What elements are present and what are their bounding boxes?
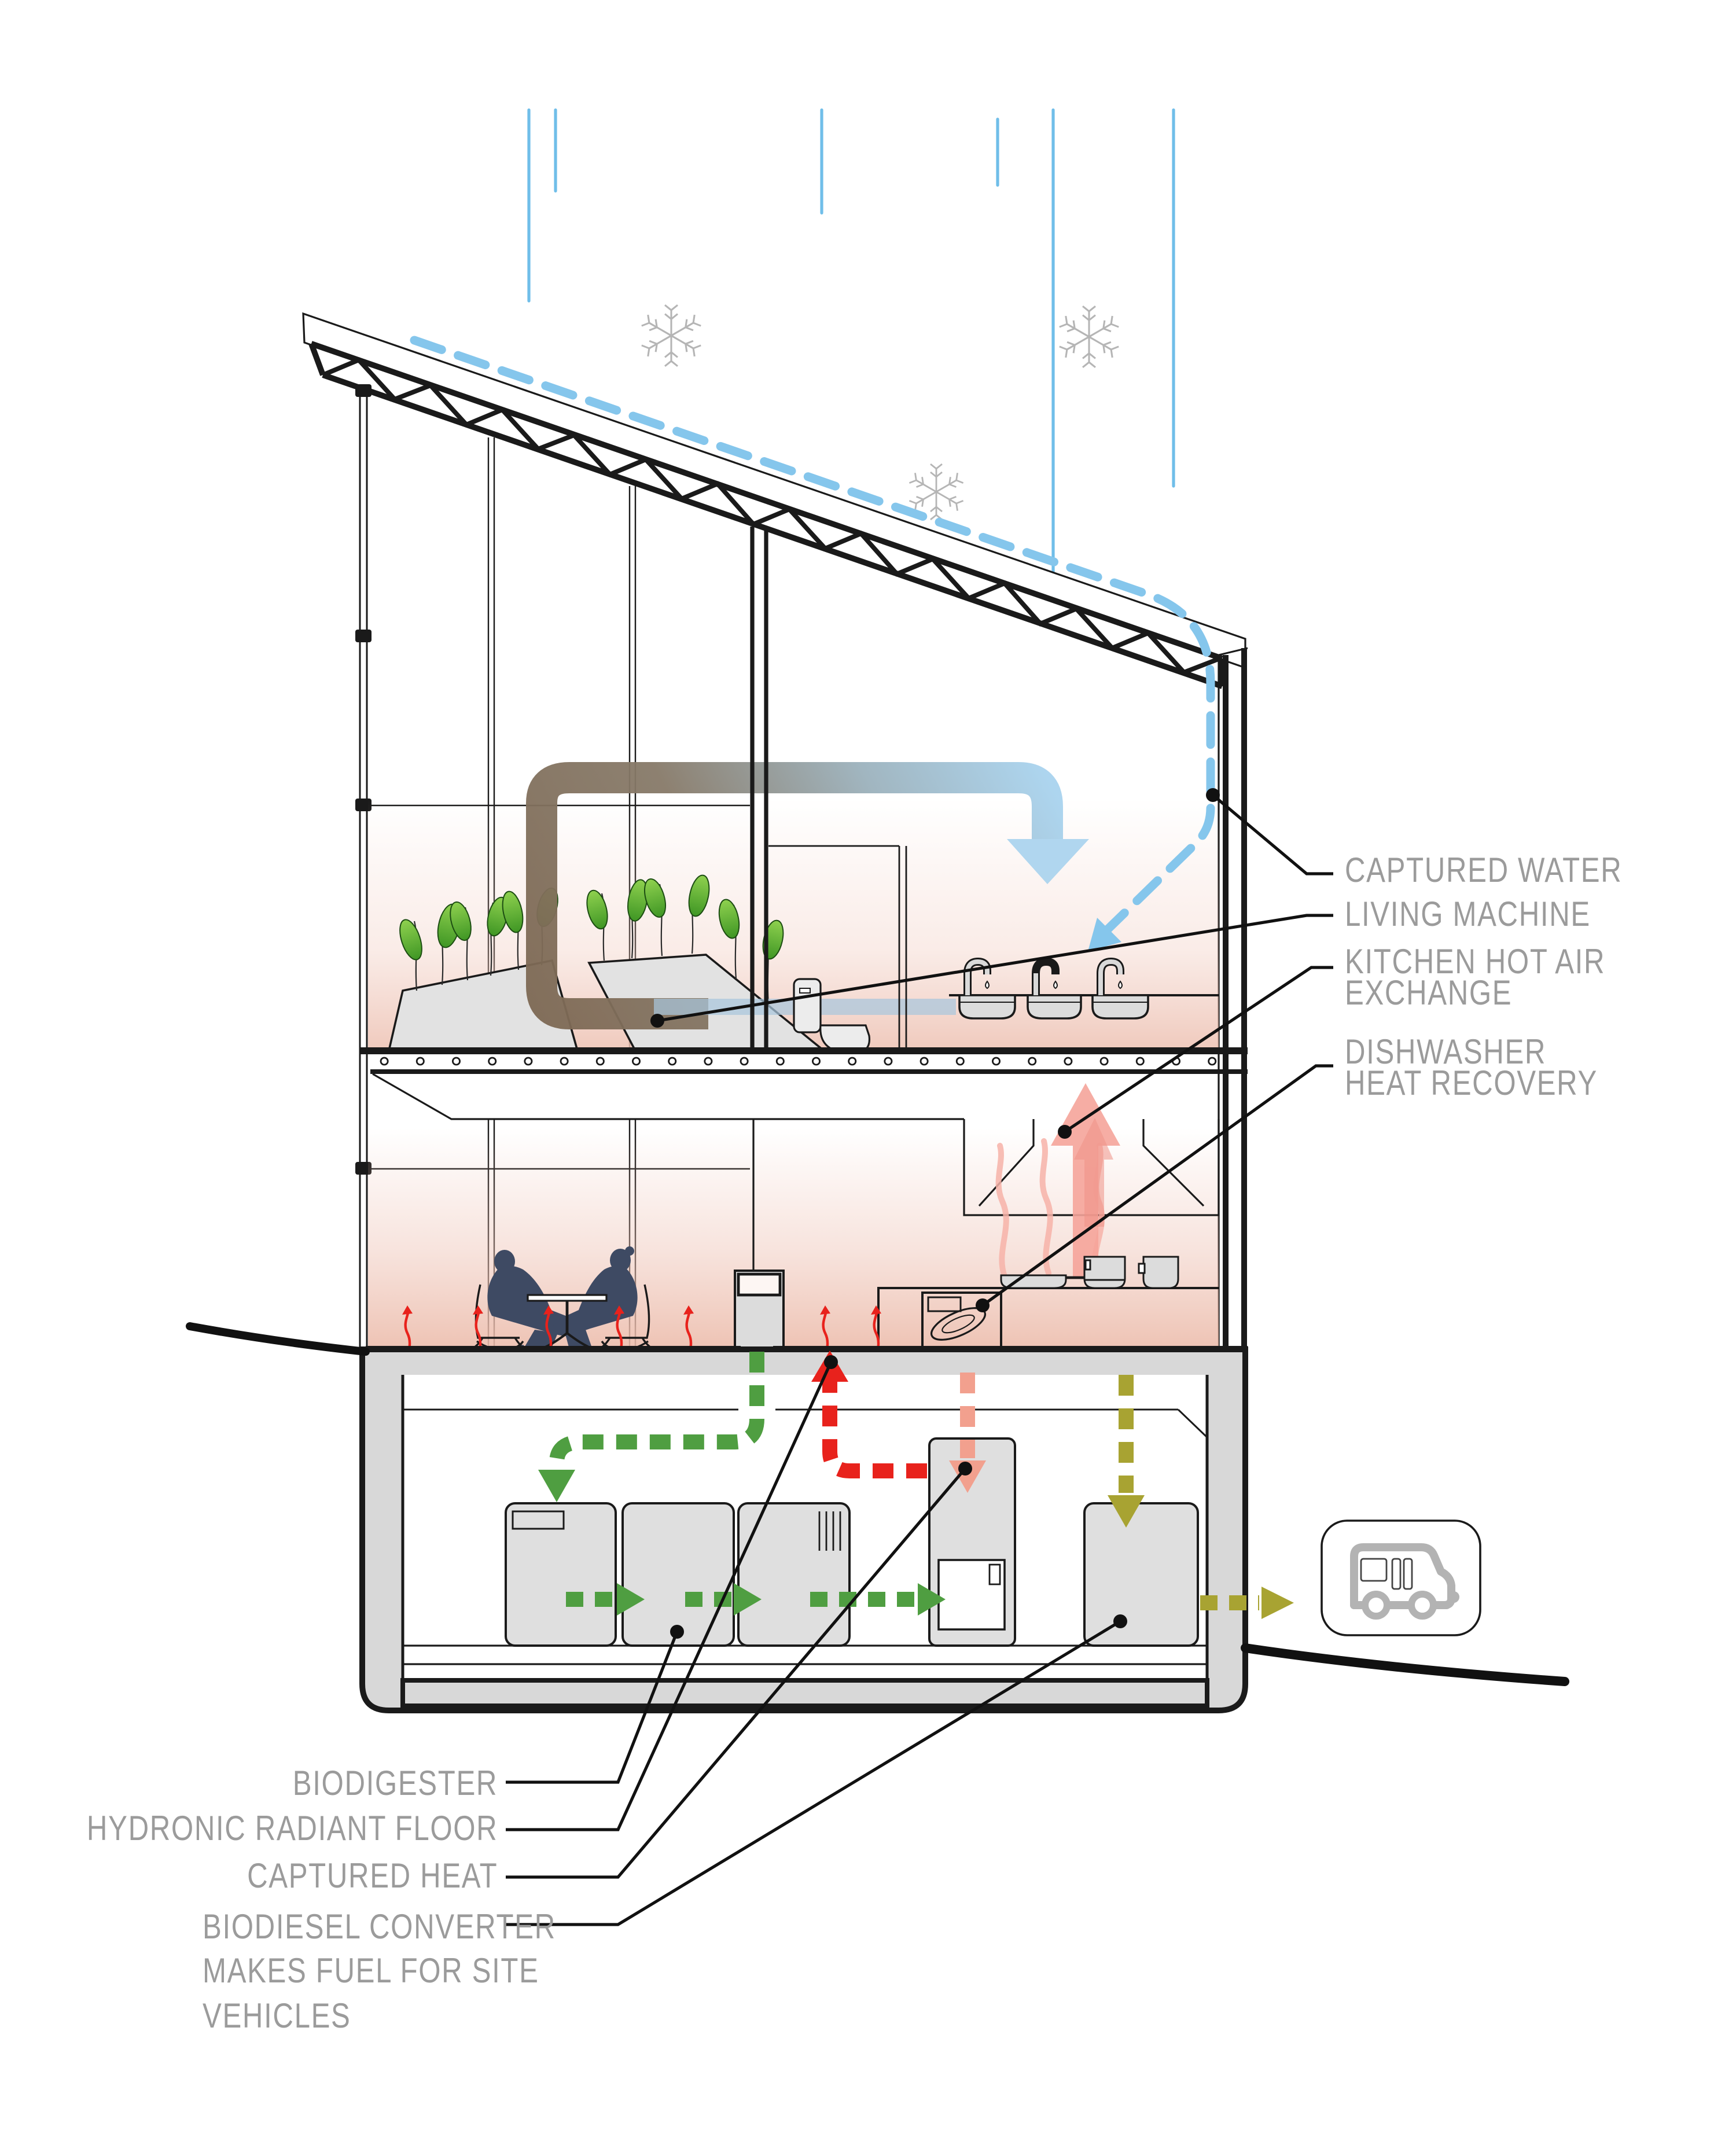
label-hydronic-radiant-floor: HYDRONIC RADIANT FLOOR	[86, 1810, 498, 1848]
tank-2-biodigester	[621, 1502, 735, 1647]
label-dishwasher-line1: DISHWASHER	[1345, 1033, 1547, 1072]
food-waste-flow	[538, 1352, 946, 1616]
label-biodigester: BIODIGESTER	[292, 1765, 498, 1803]
tank-1	[505, 1502, 617, 1647]
pots	[1083, 1256, 1179, 1289]
label-captured-water: CAPTURED WATER	[1345, 852, 1623, 890]
callout-leaders	[506, 794, 1333, 1926]
level2-floor	[360, 1047, 1248, 1074]
tank-vents	[818, 1511, 841, 1551]
waste-and-air-duct	[526, 762, 1063, 1029]
toilet	[793, 978, 871, 1054]
label-biodiesel-line3: VEHICLES	[203, 1997, 351, 2036]
right-wall	[1218, 647, 1248, 1349]
equipment-tanks	[505, 1437, 1199, 1647]
wall-joint-nodes	[355, 384, 372, 1175]
tank-3	[737, 1502, 851, 1647]
kiosk-screen	[737, 1272, 782, 1297]
label-kitchen-hot-air-line1: KITCHEN HOT AIR	[1345, 943, 1606, 981]
ground-lines	[186, 1322, 1569, 1686]
kiosk	[734, 1270, 785, 1351]
label-biodiesel-line2: MAKES FUEL FOR SITE	[203, 1952, 539, 1990]
label-living-machine: LIVING MACHINE	[1345, 896, 1591, 934]
captured-water-path	[410, 336, 1215, 951]
callout-dots	[650, 788, 1220, 1639]
bathroom-partition	[768, 845, 907, 1051]
tank-biodiesel-converter	[1083, 1502, 1199, 1647]
water-drips	[985, 980, 1123, 989]
truck-icon	[1321, 1519, 1481, 1636]
left-wall	[355, 384, 372, 1349]
supply-air-arrowhead	[1007, 839, 1089, 884]
label-kitchen-hot-air-line2: EXCHANGE	[1345, 974, 1513, 1013]
roof-truss	[308, 341, 1225, 689]
sink-basins	[958, 994, 1149, 1020]
pan	[1000, 1274, 1093, 1289]
basement-floor-slab	[400, 1678, 1209, 1708]
label-dishwasher-line2: HEAT RECOVERY	[1345, 1065, 1598, 1103]
kitchen-counter	[877, 1256, 1219, 1351]
label-captured-heat: CAPTURED HEAT	[247, 1857, 498, 1896]
interior-column	[750, 527, 768, 1051]
biodiesel-flow	[1108, 1375, 1294, 1619]
rain-lines	[527, 108, 1175, 580]
sinks	[949, 957, 1219, 1020]
label-biodiesel-line1: BIODIESEL CONVERTER	[203, 1908, 556, 1947]
tall-tank-door	[937, 1559, 1006, 1631]
basement	[359, 1346, 1294, 1713]
